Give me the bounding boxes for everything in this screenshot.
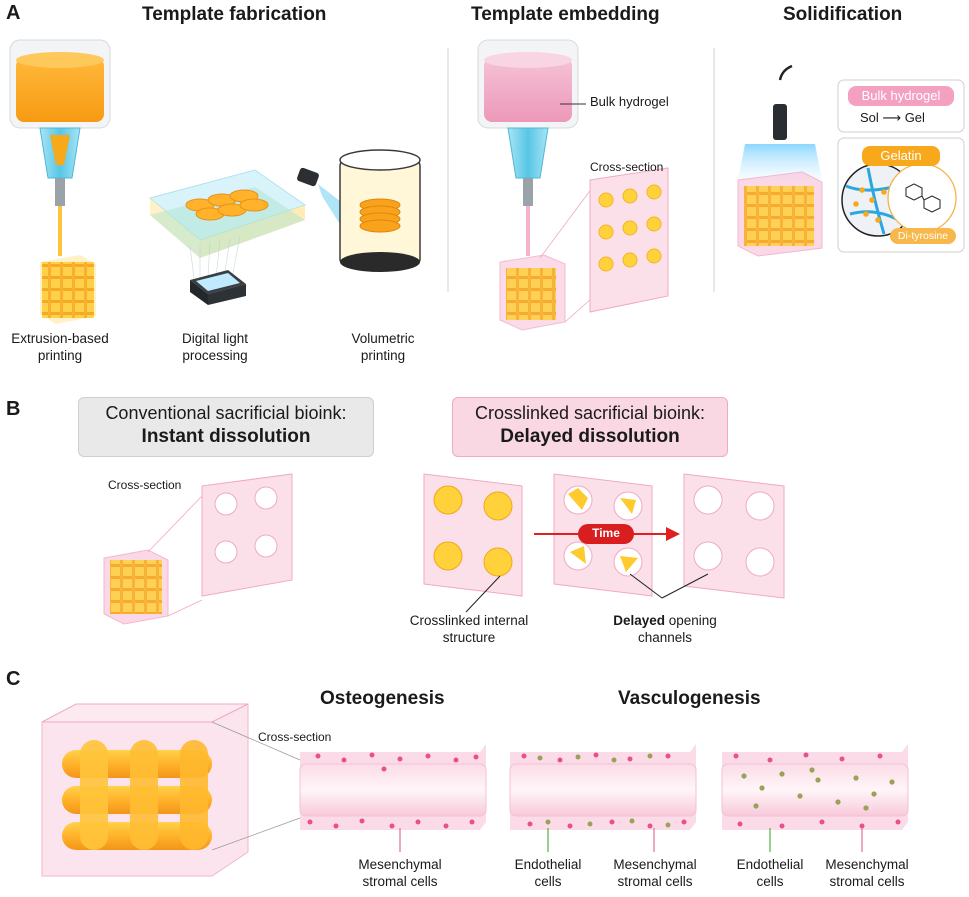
title-template-embedding: Template embedding [471,4,660,25]
legend-sol: Sol [860,110,879,125]
label-endothelial-1: Endothelial cells [500,856,596,890]
embedded-scaffold-icon [499,187,593,331]
msc-vasc-1-line2: stromal cells [617,874,693,889]
channel-osteogenesis-icon [299,744,487,852]
caption-dlp: Digital light processing [181,331,249,363]
cross-section-plate-a-icon [589,167,669,313]
volumetric-printer-icon [297,149,421,272]
legend-frame-icon [837,79,965,253]
scaffold-block-c-icon [41,703,301,877]
arrow-icon: ⟶ [882,110,902,125]
crosslinked-line1: Crosslinked sacrificial bioink: [474,403,706,423]
label-delayed-bold: Delayed [613,613,665,628]
scaffold-b-icon [103,495,203,625]
conventional-line2: Instant dissolution [141,426,311,447]
msc-vasc-2-line2: stromal cells [829,874,905,889]
extrusion-printer-icon [9,39,111,256]
msc-osteo-line1: Mesenchymal [358,857,442,872]
msc-vasc-1-line1: Mesenchymal [613,857,697,872]
endo-2-line1: Endothelial [736,857,804,872]
channel-vasculogenesis-late-icon [721,744,909,852]
panel-letter-a: A [6,2,21,24]
label-cross-section-a: Cross-section [590,160,664,174]
label-delayed-rest: opening [664,613,717,628]
label-msc-osteo: Mesenchymal stromal cells [345,856,455,890]
caption-extrusion: Extrusion-based printing [11,331,109,363]
label-time: Time [592,526,620,540]
pointer-lines-b [465,573,709,613]
label-cross-section-b: Cross-section [108,478,182,492]
msc-osteo-line2: stromal cells [362,874,438,889]
caption-volumetric: Volumetric printing [351,331,415,363]
legend-di-tyrosine: Di-tyrosine [890,228,956,244]
panel-letter-b: B [6,398,21,420]
printed-scaffold-icon [40,255,96,324]
channel-vasculogenesis-early-icon [509,744,697,852]
label-internal-structure: Crosslinked internal structure [409,613,529,645]
label-channels: channels [637,630,693,645]
label-msc-vasc-2: Mesenchymal stromal cells [812,856,922,890]
time-arrow-icon [534,524,680,544]
endo-2-line2: cells [756,874,784,889]
legend-bulk-hydrogel: Bulk hydrogel [848,86,954,106]
label-msc-vasc-1: Mesenchymal stromal cells [600,856,710,890]
legend-gel: Gel [904,110,925,125]
title-template-fabrication: Template fabrication [142,4,327,25]
cross-section-plate-b-conventional-icon [201,473,293,597]
empty-channels-plate-icon [683,473,785,599]
crosslinked-plate-icon [423,473,523,597]
label-endothelial-2: Endothelial cells [722,856,818,890]
label-cross-section-c: Cross-section [258,730,332,744]
endo-1-line2: cells [534,874,562,889]
title-osteogenesis: Osteogenesis [320,688,445,709]
box-conventional: Conventional sacrificial bioink: Instant… [78,397,374,457]
dlp-printer-icon [148,169,307,305]
embedding-printer-icon [477,39,586,256]
title-vasculogenesis: Vasculogenesis [618,688,761,709]
title-solidification: Solidification [783,4,903,25]
conventional-line1: Conventional sacrificial bioink: [105,403,347,423]
endo-1-line1: Endothelial [514,857,582,872]
label-bulk-hydrogel: Bulk hydrogel [590,94,669,109]
label-delayed-channels: Delayed opening channels [600,612,730,646]
box-crosslinked: Crosslinked sacrificial bioink: Delayed … [452,397,728,457]
crosslinked-line2: Delayed dissolution [500,426,680,447]
legend-gelatin: Gelatin [862,146,940,166]
legend-sol-gel: Sol ⟶ Gel [860,110,925,126]
msc-vasc-2-line1: Mesenchymal [825,857,909,872]
solidified-scaffold-icon [737,171,823,257]
uv-lamp-icon [738,64,822,180]
panel-letter-c: C [6,668,21,690]
